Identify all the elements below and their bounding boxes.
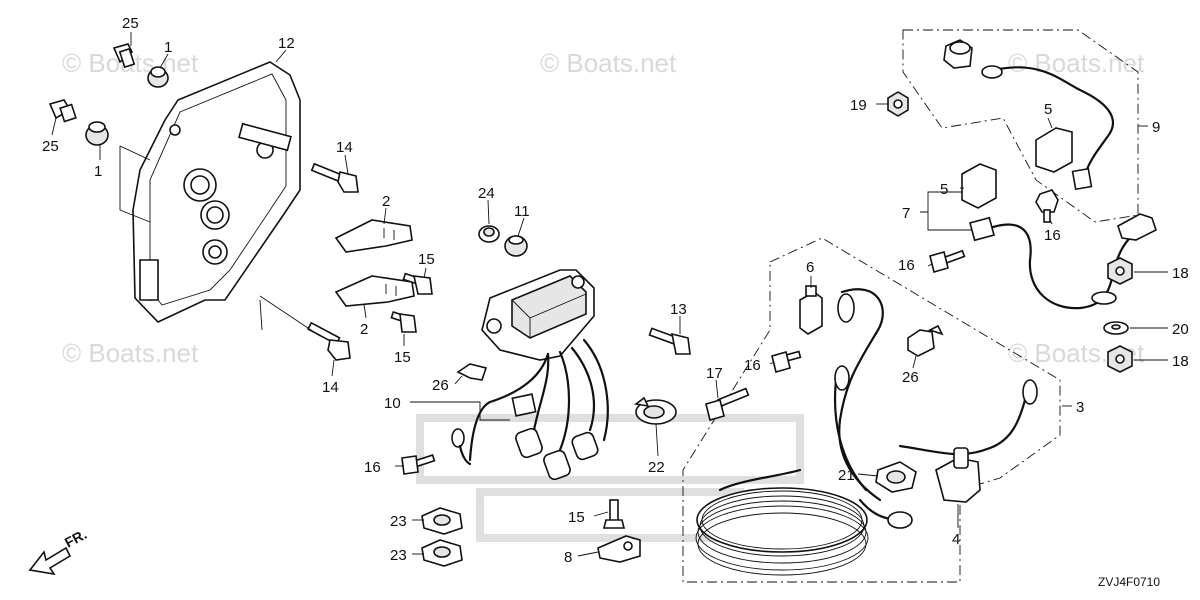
callout-15: 15 bbox=[394, 349, 411, 366]
cap-5-lower bbox=[961, 163, 997, 209]
grommet-11 bbox=[504, 235, 528, 257]
bolt-16-right bbox=[929, 249, 966, 273]
bolt-16-left bbox=[401, 454, 436, 475]
direction-indicator: FR. bbox=[28, 526, 89, 576]
callout-7: 7 bbox=[902, 205, 910, 222]
callout-15: 15 bbox=[568, 509, 585, 526]
bolt-17 bbox=[705, 387, 750, 421]
grommet-1-lower bbox=[85, 121, 109, 146]
bolt-16-mid bbox=[771, 350, 802, 373]
bolt-16-upper bbox=[1035, 189, 1059, 223]
bracket-2-lower bbox=[334, 275, 415, 307]
washer-20 bbox=[1103, 321, 1129, 335]
bolt-14-upper bbox=[310, 162, 359, 193]
plate-8 bbox=[597, 535, 641, 563]
callout-25: 25 bbox=[42, 138, 59, 155]
cap-4 bbox=[935, 447, 981, 503]
callout-17: 17 bbox=[706, 365, 723, 382]
callout-16: 16 bbox=[364, 459, 381, 476]
callout-26: 26 bbox=[902, 369, 919, 386]
callout-2: 2 bbox=[360, 321, 368, 338]
clamp-26-left bbox=[456, 363, 488, 381]
callout-11: 11 bbox=[514, 203, 530, 220]
callout-13: 13 bbox=[670, 301, 687, 318]
callout-15: 15 bbox=[418, 251, 435, 268]
watermark: © Boats.net bbox=[1008, 48, 1145, 78]
bolt-15-upper bbox=[402, 272, 433, 295]
callout-14: 14 bbox=[322, 379, 339, 396]
callout-21: 21 bbox=[838, 467, 855, 484]
bolt-15-middle bbox=[390, 310, 417, 333]
callout-24: 24 bbox=[478, 185, 495, 202]
callout-14: 14 bbox=[336, 139, 353, 156]
bolt-25-upper bbox=[112, 43, 136, 69]
callout-18: 18 bbox=[1172, 353, 1189, 370]
clamp-21 bbox=[875, 461, 917, 493]
callout-5: 5 bbox=[940, 181, 948, 198]
callout-1: 1 bbox=[164, 39, 172, 56]
callout-5: 5 bbox=[1044, 101, 1052, 118]
callout-1: 1 bbox=[94, 163, 102, 180]
bolt-25-lower bbox=[48, 99, 77, 123]
clamp-22 bbox=[634, 396, 677, 425]
callout-3: 3 bbox=[1076, 399, 1084, 416]
harness-10 bbox=[451, 338, 609, 481]
callout-16: 16 bbox=[744, 357, 761, 374]
callout-23: 23 bbox=[390, 513, 407, 530]
plate-12 bbox=[132, 61, 301, 323]
clamp-23-lower bbox=[421, 539, 463, 567]
grommet-1-upper bbox=[147, 66, 169, 88]
callout-25: 25 bbox=[122, 15, 139, 32]
watermark: © Boats.net bbox=[540, 48, 677, 78]
bolt-14-lower bbox=[306, 321, 351, 361]
regulator-assembly bbox=[481, 269, 595, 361]
bolt-13 bbox=[648, 327, 691, 355]
callout-16: 16 bbox=[1044, 227, 1061, 244]
callout-18: 18 bbox=[1172, 265, 1189, 282]
callout-labels: 25 1 12 25 1 14 2 15 2 15 14 24 11 13 26… bbox=[42, 15, 1189, 566]
direction-label: FR. bbox=[62, 526, 89, 551]
callout-22: 22 bbox=[648, 459, 665, 476]
terminal-6 bbox=[799, 285, 823, 335]
callout-8: 8 bbox=[564, 549, 572, 566]
cable-9 bbox=[943, 39, 1114, 191]
grommet-24 bbox=[478, 225, 500, 243]
leader-lines bbox=[51, 32, 1168, 557]
callout-9: 9 bbox=[1152, 119, 1160, 136]
diagram-code: ZVJ4F0710 bbox=[1098, 575, 1160, 589]
watermark: © Boats.net bbox=[62, 338, 199, 368]
cable-7 bbox=[969, 213, 1157, 310]
nut-18-upper bbox=[1107, 257, 1133, 285]
cable-3 bbox=[695, 288, 1038, 576]
callout-10: 10 bbox=[384, 395, 401, 412]
nut-19 bbox=[887, 91, 909, 117]
callout-6: 6 bbox=[806, 259, 814, 276]
clamp-26-right bbox=[907, 324, 944, 357]
callout-2: 2 bbox=[382, 193, 390, 210]
callout-23: 23 bbox=[390, 547, 407, 564]
cap-5-upper bbox=[1035, 127, 1073, 173]
callout-4: 4 bbox=[952, 531, 960, 548]
callout-19: 19 bbox=[850, 97, 867, 114]
callout-26: 26 bbox=[432, 377, 449, 394]
clamp-23-upper bbox=[421, 507, 463, 535]
bolt-15-lower bbox=[602, 499, 626, 529]
callout-20: 20 bbox=[1172, 321, 1189, 338]
bracket-2-upper bbox=[334, 219, 413, 253]
callout-12: 12 bbox=[278, 35, 295, 52]
callout-16: 16 bbox=[898, 257, 915, 274]
nut-18-lower bbox=[1107, 345, 1133, 373]
